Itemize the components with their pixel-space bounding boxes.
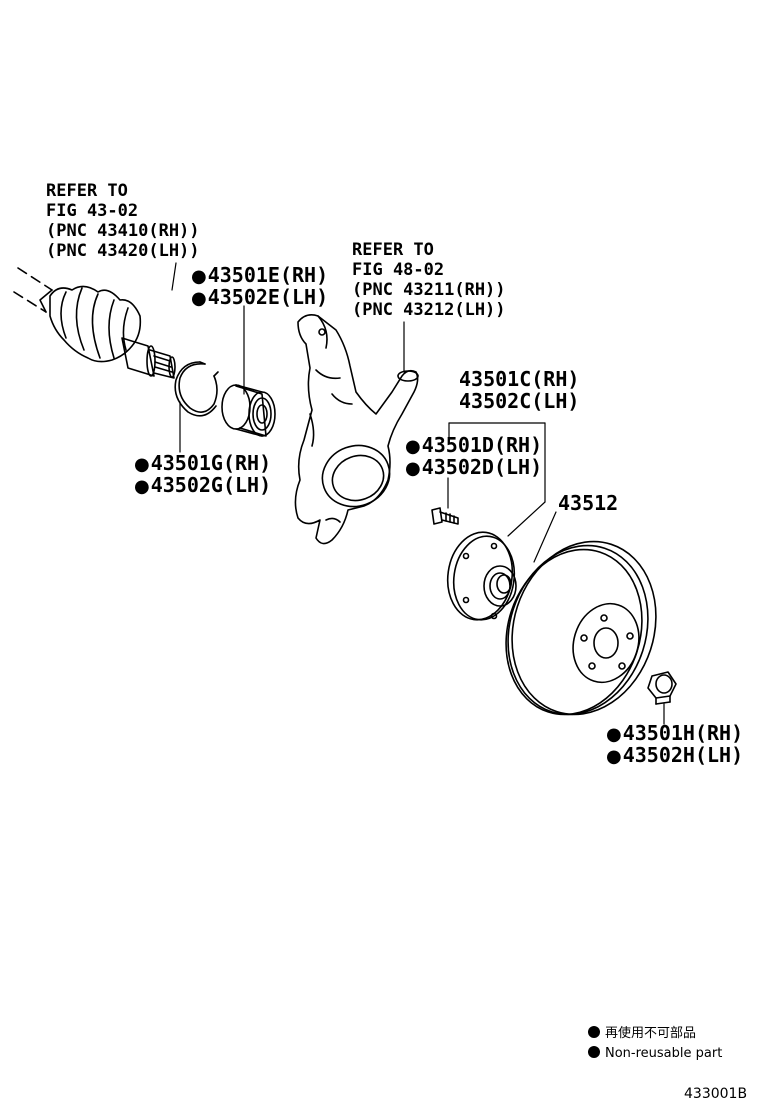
hub-nut-drawing (647, 671, 677, 705)
part-label-nut-lh[interactable]: 43502H(LH) (606, 744, 743, 768)
part-number-text: 43501H(RH) (622, 721, 744, 745)
steering-knuckle-drawing (294, 314, 419, 545)
non-reusable-bullet-icon (588, 1046, 600, 1058)
leader-lines (171, 262, 665, 725)
drive-shaft-drawing (13, 267, 176, 379)
refer-driveshaft-line1: REFER TO (46, 181, 128, 201)
part-label-snapring-rh[interactable]: 43501G(RH) (134, 452, 271, 476)
part-label-hub-rh[interactable]: 43501C(RH) (459, 367, 580, 391)
figure-number: 433001B (684, 1086, 748, 1102)
part-label-nut-rh[interactable]: 43501H(RH) (606, 722, 743, 746)
part-number-text: 43502G(LH) (150, 473, 272, 497)
legend-jp-text: 再使用不可部品 (605, 1026, 697, 1041)
part-number-text: 43501E(RH) (207, 263, 329, 287)
refer-knuckle-line2: FIG 48-02 (352, 260, 445, 280)
brake-disc-drawing (505, 540, 657, 716)
part-number-text: 43501D(RH) (421, 433, 543, 457)
part-label-bolt-rh[interactable]: 43501D(RH) (405, 434, 542, 458)
snap-ring-drawing (174, 361, 219, 417)
legend-en-text: Non-reusable part (605, 1046, 723, 1061)
part-number-text: 43502D(LH) (421, 455, 543, 479)
refer-driveshaft-line3: (PNC 43410(RH)) (46, 221, 200, 241)
non-reusable-bullet-icon (588, 1026, 600, 1038)
refer-knuckle-line1: REFER TO (352, 240, 434, 260)
refer-knuckle-line3: (PNC 43211(RH)) (352, 280, 506, 300)
part-label-hub-lh[interactable]: 43502C(LH) (459, 389, 580, 413)
part-label-disc[interactable]: 43512 (558, 491, 619, 515)
refer-knuckle-line4: (PNC 43212(LH)) (352, 300, 506, 320)
legend-en: Non-reusable part (588, 1044, 722, 1064)
part-label-bolt-lh[interactable]: 43502D(LH) (405, 456, 542, 480)
hub-bearing-drawing (221, 384, 276, 437)
legend-jp: 再使用不可部品 (588, 1024, 696, 1044)
part-label-snapring-lh[interactable]: 43502G(LH) (134, 474, 271, 498)
axle-hub-drawing (446, 531, 517, 621)
part-number-text: 43501G(RH) (150, 451, 272, 475)
part-label-bearing-lh[interactable]: 43502E(LH) (191, 286, 328, 310)
part-number-text: 43502E(LH) (207, 285, 329, 309)
part-number-text: 43502H(LH) (622, 743, 744, 767)
hub-bolt-drawing (431, 507, 459, 525)
refer-driveshaft-line4: (PNC 43420(LH)) (46, 241, 200, 261)
refer-driveshaft-line2: FIG 43-02 (46, 201, 139, 221)
part-label-bearing-rh[interactable]: 43501E(RH) (191, 264, 328, 288)
